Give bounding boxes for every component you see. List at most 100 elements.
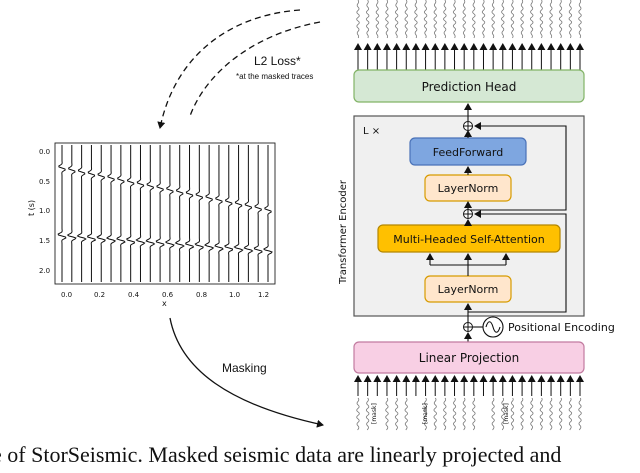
residual-add-nodes xyxy=(463,121,473,332)
mask-token: [mask] xyxy=(503,403,510,424)
masking-label: Masking xyxy=(222,361,267,375)
xtick-label: 0.2 xyxy=(94,291,105,299)
xtick-label: 1.0 xyxy=(229,291,240,299)
plot-ylabel: t (s) xyxy=(27,200,36,216)
trace-strip xyxy=(365,397,370,431)
repeat-label: L × xyxy=(363,126,380,137)
trace-strip xyxy=(549,397,553,431)
trace-strip xyxy=(568,397,573,431)
trace-strip xyxy=(568,0,573,39)
plot-yticks: 0.0 0.5 1.0 1.5 2.0 xyxy=(39,148,50,275)
xtick-label: 1.2 xyxy=(258,291,269,299)
seismic-trace xyxy=(185,145,195,282)
seismic-trace xyxy=(126,145,135,282)
seismic-trace xyxy=(66,145,77,282)
trace-strip xyxy=(462,397,466,431)
trace-strip xyxy=(443,0,447,39)
plot-xticks: 0.0 0.2 0.4 0.6 0.8 1.0 1.2 xyxy=(61,291,269,299)
xtick-label: 0.0 xyxy=(61,291,72,299)
seismic-trace xyxy=(214,145,224,282)
prediction-head-label: Prediction Head xyxy=(422,80,517,94)
trace-strip xyxy=(472,397,476,431)
mask-token: [mask] xyxy=(422,403,429,424)
seismic-trace xyxy=(204,145,215,282)
sine-wave-icon xyxy=(482,316,504,338)
trace-strip xyxy=(491,0,495,39)
seismic-trace xyxy=(164,145,175,282)
seismic-trace xyxy=(135,145,146,282)
encoder-label: Transformer Encoder xyxy=(338,179,349,285)
seismic-trace xyxy=(253,145,263,282)
trace-strip xyxy=(423,397,428,431)
ytick-label: 1.0 xyxy=(39,207,50,215)
masking-arrow xyxy=(169,317,324,428)
trace-strip xyxy=(558,397,563,431)
xtick-label: 0.6 xyxy=(162,291,174,299)
trace-strip xyxy=(491,397,495,431)
trace-strip xyxy=(452,0,457,39)
trace-strip xyxy=(433,0,437,39)
seismic-trace xyxy=(145,145,156,282)
seismic-trace xyxy=(57,145,67,282)
trace-strip xyxy=(394,397,399,431)
prediction-head-box xyxy=(353,69,585,103)
trace-strip xyxy=(510,397,515,431)
trace-strip xyxy=(365,0,370,39)
seismic-trace xyxy=(76,145,87,282)
trace-strip xyxy=(539,0,544,39)
trace-strip xyxy=(500,0,505,39)
trace-strip xyxy=(356,397,360,431)
ytick-label: 0.0 xyxy=(39,148,50,156)
trace-strip xyxy=(578,397,582,431)
seismic-trace xyxy=(194,145,204,282)
trace-strip xyxy=(452,397,457,431)
trace-strip xyxy=(394,0,399,39)
seismic-trace xyxy=(155,145,165,282)
trace-strip xyxy=(433,397,437,431)
trace-strip xyxy=(356,0,360,39)
trace-strip xyxy=(549,0,553,39)
trace-strip xyxy=(385,397,389,431)
linear-projection-box xyxy=(353,341,585,374)
feedforward-label: FeedForward xyxy=(433,146,503,159)
encoder-connections xyxy=(426,103,567,322)
xtick-label: 0.8 xyxy=(196,291,207,299)
loss-title: L2 Loss* xyxy=(254,54,301,68)
layernorm-top-label: LayerNorm xyxy=(438,182,499,195)
trace-strip xyxy=(375,0,380,39)
loss-arrow xyxy=(157,9,321,129)
trace-strip xyxy=(414,0,418,39)
trace-strip xyxy=(500,397,505,431)
seismic-trace xyxy=(224,145,234,282)
trace-strip xyxy=(404,0,408,39)
layernorm-bottom-label: LayerNorm xyxy=(438,283,499,296)
seismic-trace xyxy=(87,145,97,282)
trace-strip xyxy=(423,0,428,39)
plot-frame xyxy=(54,142,276,285)
seismic-trace xyxy=(243,145,254,282)
plot-xlabel: x xyxy=(162,299,167,308)
trace-strip xyxy=(471,0,476,39)
input-traces xyxy=(354,375,584,431)
trace-strip xyxy=(558,0,563,39)
seismic-trace xyxy=(174,145,185,282)
ytick-label: 2.0 xyxy=(39,267,50,275)
positional-encoding-label: Positional Encoding xyxy=(508,321,615,334)
seismic-trace xyxy=(262,145,273,282)
trace-strip xyxy=(404,397,408,431)
xtick-label: 0.4 xyxy=(128,291,140,299)
trace-strip xyxy=(481,0,486,39)
trace-strip xyxy=(529,0,534,39)
ytick-label: 0.5 xyxy=(39,178,50,186)
loss-note: *at the masked traces xyxy=(236,72,313,81)
figure-caption: e of StorSeismic. Masked seismic data ar… xyxy=(0,442,562,467)
trace-strip xyxy=(529,397,534,431)
ytick-label: 1.5 xyxy=(39,237,50,245)
seismic-traces xyxy=(57,145,273,282)
trace-strip xyxy=(520,397,524,431)
trace-strip xyxy=(578,0,582,39)
trace-strip xyxy=(520,0,524,39)
attention-label: Multi-Headed Self-Attention xyxy=(393,233,544,246)
seismic-trace xyxy=(116,145,126,282)
